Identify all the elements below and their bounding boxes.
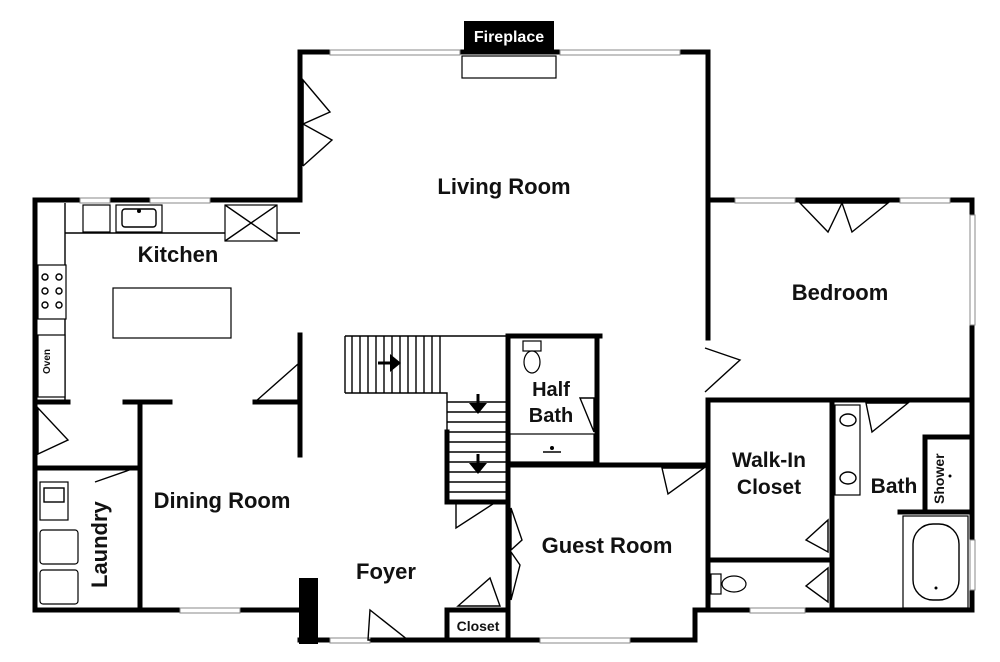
staircase bbox=[344, 335, 508, 493]
shower-drain-icon bbox=[948, 474, 952, 478]
bathtub-icon bbox=[902, 515, 969, 609]
arrow-down-icon bbox=[469, 394, 487, 414]
sink-icon bbox=[121, 208, 157, 228]
laundry-fixtures bbox=[39, 481, 79, 605]
sink-icon bbox=[543, 446, 561, 453]
walk-in-closet-label-line1: Walk-In bbox=[732, 449, 806, 472]
kitchen-island bbox=[112, 287, 232, 339]
foyer-pillar bbox=[299, 578, 318, 644]
arrow-down-icon bbox=[469, 454, 487, 474]
laundry-label: Laundry bbox=[87, 500, 112, 588]
windows bbox=[79, 49, 976, 644]
toilet-icon bbox=[522, 340, 542, 374]
sink-icon bbox=[839, 471, 857, 485]
half-bath-label-line1: Half bbox=[532, 379, 570, 401]
fireplace-label: Fireplace bbox=[474, 29, 544, 46]
bath-label: Bath bbox=[871, 475, 918, 498]
fireplace: Fireplace bbox=[461, 21, 557, 79]
bedroom-label: Bedroom bbox=[792, 280, 889, 305]
guest-room-label: Guest Room bbox=[542, 533, 673, 558]
closet-label: Closet bbox=[457, 618, 500, 634]
half-bath-label-line2: Bath bbox=[529, 405, 573, 427]
shower-label: Shower bbox=[931, 453, 947, 504]
kitchen-label: Kitchen bbox=[138, 242, 219, 267]
oven-label: Oven bbox=[42, 349, 53, 374]
room-labels: Living Room Kitchen Bedroom Half Bath Ov… bbox=[42, 174, 947, 634]
door-swing-icon bbox=[37, 78, 910, 641]
foyer-label: Foyer bbox=[356, 559, 416, 584]
kitchen-fixtures bbox=[37, 203, 300, 402]
walk-in-closet-label-line2: Closet bbox=[737, 476, 801, 499]
sink-icon bbox=[43, 487, 65, 503]
arrow-right-icon bbox=[378, 354, 401, 372]
bath-fixtures bbox=[509, 340, 969, 609]
living-room-label: Living Room bbox=[437, 174, 570, 199]
washer bbox=[39, 529, 79, 565]
toilet-icon bbox=[710, 573, 747, 595]
dryer bbox=[39, 569, 79, 605]
sink-icon bbox=[839, 413, 857, 427]
dining-room-label: Dining Room bbox=[154, 488, 291, 513]
